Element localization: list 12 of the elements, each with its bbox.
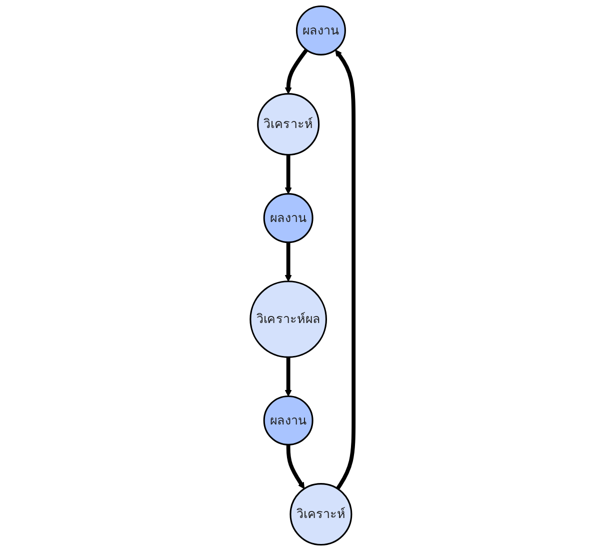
arrow — [286, 444, 305, 490]
node-circle: วิเคราะห์ — [290, 483, 352, 546]
node-circle: ผลงาน — [263, 395, 314, 446]
node-circle: ผลงาน — [296, 5, 346, 56]
arrow — [284, 48, 308, 94]
node-circle: ผลงาน — [263, 193, 314, 244]
arrow — [284, 242, 292, 282]
arrow — [335, 50, 356, 490]
arrow — [284, 154, 292, 194]
node-circle: วิเคราะห์ — [257, 93, 320, 156]
arrow — [284, 357, 292, 397]
node-circle: วิเคราะห์ผล — [250, 280, 328, 358]
